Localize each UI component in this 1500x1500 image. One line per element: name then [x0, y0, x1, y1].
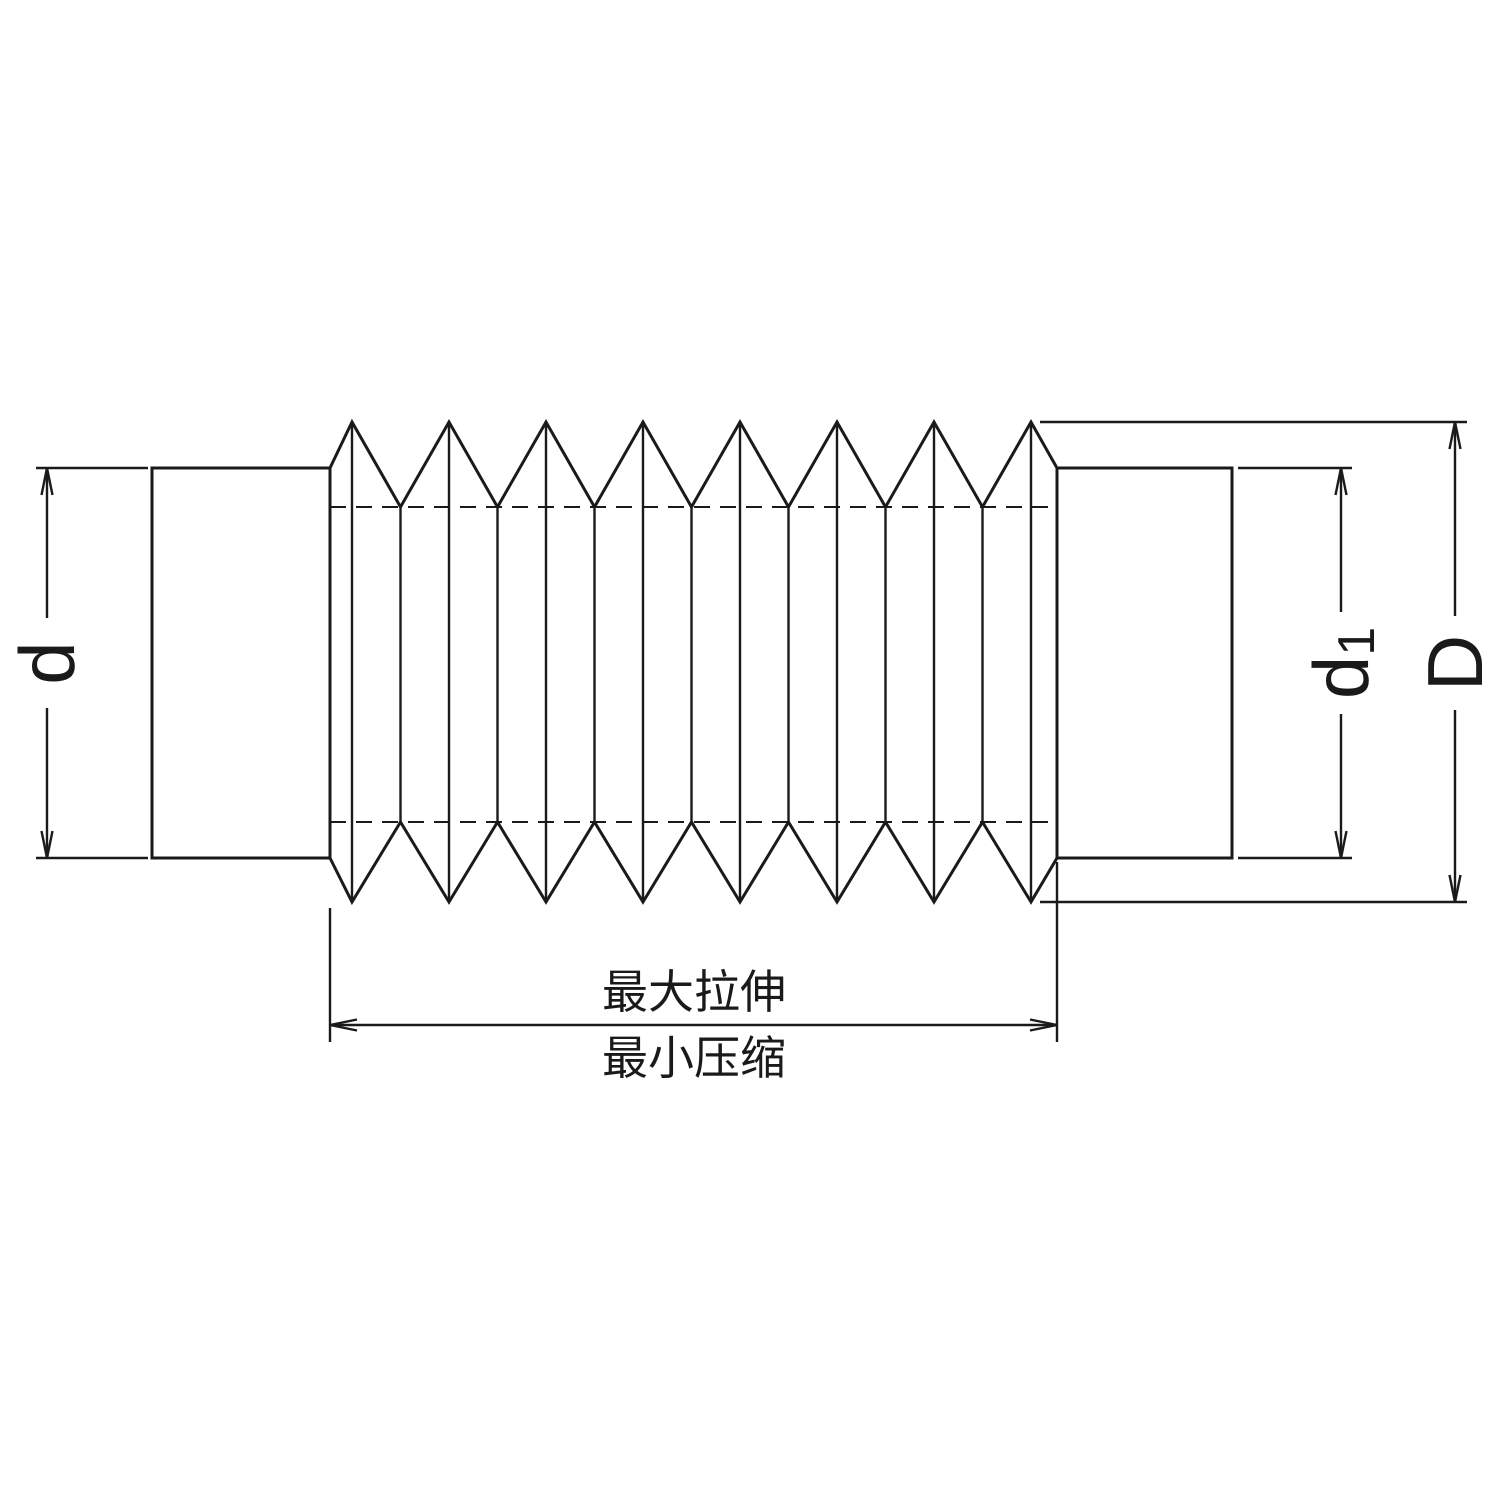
bellows-peak-fold-lines [350, 422, 1033, 902]
bellows [328, 418, 1059, 906]
dimension-d-extension-lines [36, 466, 148, 860]
dimension-d-arrow-down-icon [40, 830, 54, 859]
bellows-bottom-zigzag [328, 819, 1059, 906]
dimension-d1-label: d1 [1297, 627, 1386, 699]
dimension-d1-arrow-up-icon [1334, 467, 1348, 496]
dimension-D-extension-lines [1040, 420, 1467, 904]
dimension-d1: d1 [1238, 466, 1386, 860]
dimension-d1-extension-lines [1238, 466, 1352, 860]
dimension-D-label: D [1411, 635, 1499, 691]
max-extension-label: 最大拉伸 [602, 966, 786, 1018]
dimension-D-arrow-up-icon [1448, 421, 1462, 450]
dimension-length-arrow-left-icon [329, 1018, 358, 1032]
dimension-d1-arrow-down-icon [1334, 830, 1348, 859]
dimension-d: d [3, 466, 148, 860]
right-collar-outline [1055, 466, 1234, 860]
dimension-D: D [1040, 420, 1499, 904]
dimension-d-arrow-up-icon [40, 467, 54, 496]
dimension-length: 最大拉伸 最小压缩 [328, 862, 1059, 1084]
bellows-valley-fold-lines [399, 507, 984, 822]
left-collar [150, 466, 332, 860]
right-collar [1055, 466, 1234, 860]
bellows-top-zigzag [328, 418, 1059, 511]
min-compression-label: 最小压缩 [602, 1032, 786, 1084]
dimension-d-label: d [3, 641, 91, 684]
dimension-d1-label-subscript: 1 [1328, 627, 1386, 656]
left-collar-outline [150, 466, 332, 860]
dimension-d1-label-base: d [1297, 656, 1385, 699]
dimension-length-arrow-right-icon [1029, 1018, 1058, 1032]
dimension-D-arrow-down-icon [1448, 874, 1462, 903]
